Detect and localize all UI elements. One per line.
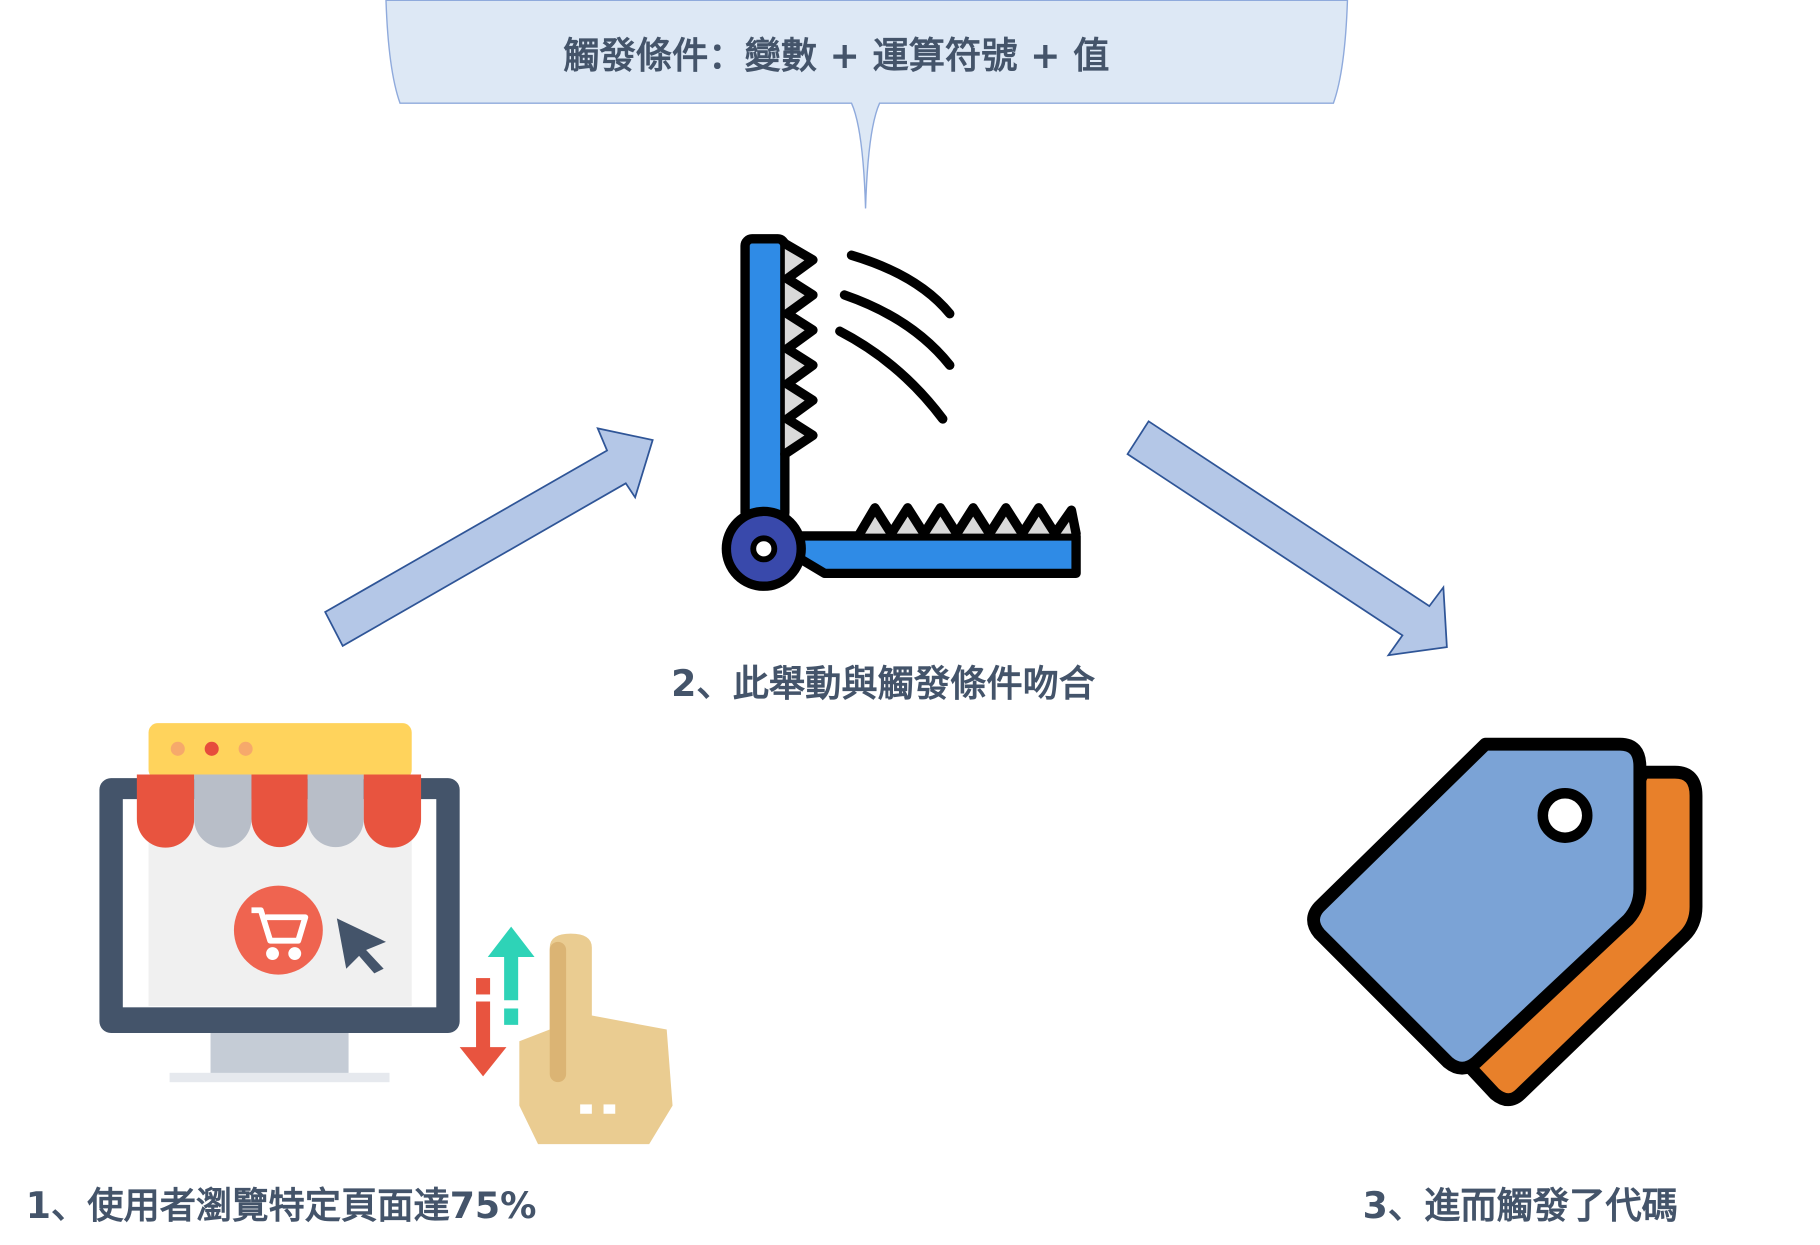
cart-icon (251, 907, 309, 960)
online-store-scroll-icon (99, 723, 673, 1145)
hand-icon (519, 933, 673, 1145)
step2-label: 2、此舉動與觸發條件吻合 (671, 662, 1096, 705)
scroll-down-arrow-icon (459, 1001, 507, 1077)
cart-badge (233, 885, 323, 975)
trap-icon (721, 234, 1081, 591)
trigger-condition-callout: 觸發條件：變數 + 運算符號 + 值 (385, 0, 1349, 209)
step1-label: 1、使用者瀏覽特定頁面達75% (26, 1184, 537, 1227)
arrow-step1-to-step2 (324, 427, 654, 648)
arrow-step2-to-step3 (1126, 420, 1448, 657)
scroll-up-arrow-icon (487, 926, 535, 1001)
callout-text: 觸發條件：變數 + 運算符號 + 值 (563, 34, 1109, 77)
tags-icon (1307, 737, 1703, 1107)
cursor-icon (336, 918, 386, 974)
step3-label: 3、進而觸發了代碼 (1363, 1184, 1678, 1227)
